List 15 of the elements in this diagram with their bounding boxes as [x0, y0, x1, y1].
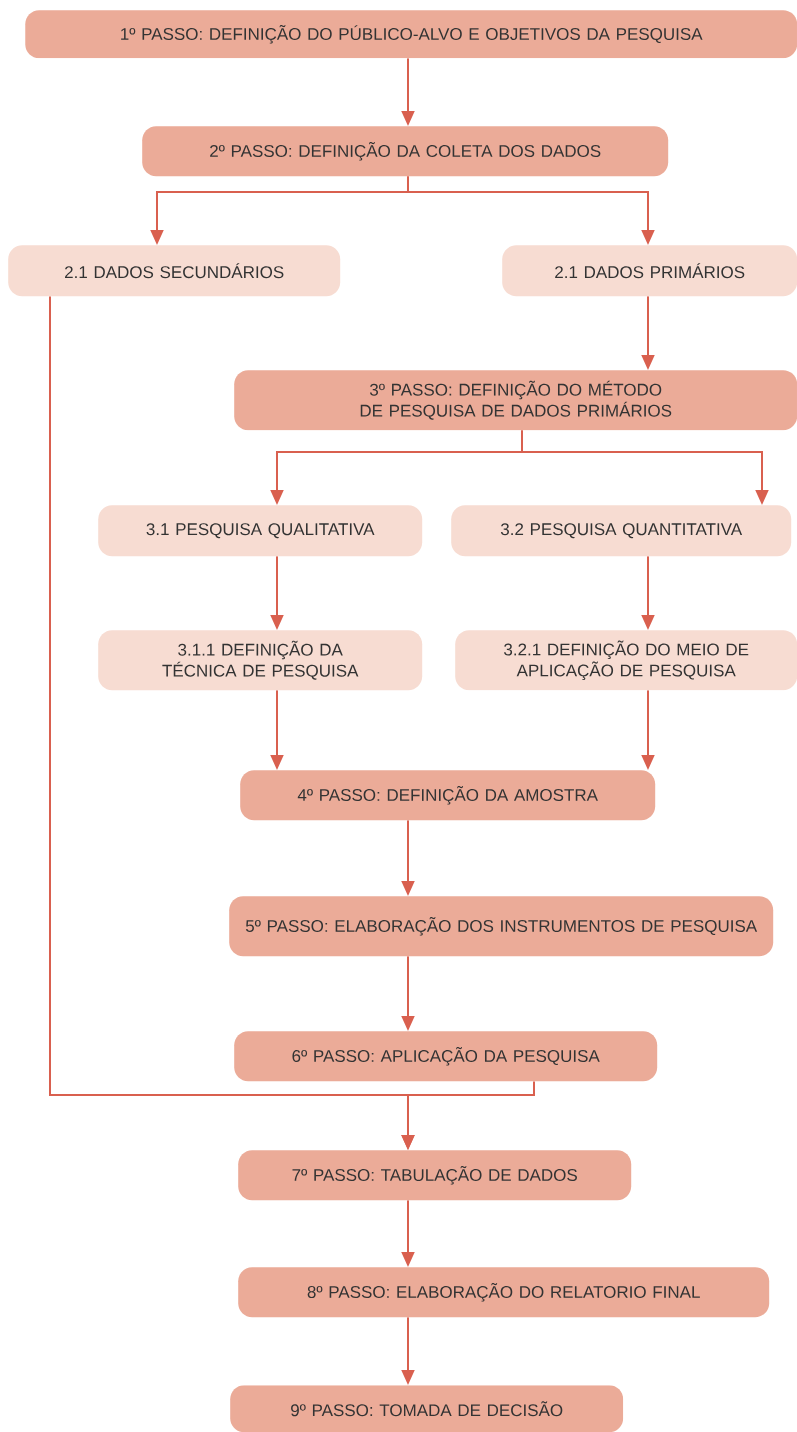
substep-box: 3.1.1 DEFINIÇÃO DA TÉCNICA DE PESQUISA — [98, 630, 423, 691]
step-box: 9º PASSO: TOMADA DE DECISÃO — [230, 1385, 624, 1432]
substep-box: 3.1 PESQUISA QUALITATIVA — [98, 505, 423, 557]
step-box: 5º PASSO: ELABORAÇÃO DOS INSTRUMENTOS DE PESQUISA — [229, 896, 774, 957]
substep-box: 2.1 DADOS PRIMÁRIOS — [502, 245, 797, 297]
step-box: 8º PASSO: ELABORAÇÃO DO RELATORIO FINAL — [238, 1267, 770, 1318]
step-box: 4º PASSO: DEFINIÇÃO DA AMOSTRA — [240, 770, 656, 821]
substep-box: 2.1 DADOS SECUNDÁRIOS — [8, 245, 341, 297]
step-box: 3º PASSO: DEFINIÇÃO DO MÉTODO DE PESQUISA DE DADOS PRIMÁRIOS — [234, 370, 797, 431]
substep-box: 3.2 PESQUISA QUANTITATIVA — [451, 505, 792, 557]
step-box: 6º PASSO: APLICAÇÃO DA PESQUISA — [234, 1031, 658, 1082]
step-box: 1º PASSO: DEFINIÇÃO DO PÚBLICO-ALVO E OBJETIVOS DA PESQUISA — [25, 10, 797, 59]
substep-box: 3.2.1 DEFINIÇÃO DO MEIO DE APLICAÇÃO DE PESQUISA — [455, 630, 797, 691]
step-box: 2º PASSO: DEFINIÇÃO DA COLETA DOS DADOS — [142, 126, 669, 177]
step-box: 7º PASSO: TABULAÇÃO DE DADOS — [238, 1150, 632, 1201]
